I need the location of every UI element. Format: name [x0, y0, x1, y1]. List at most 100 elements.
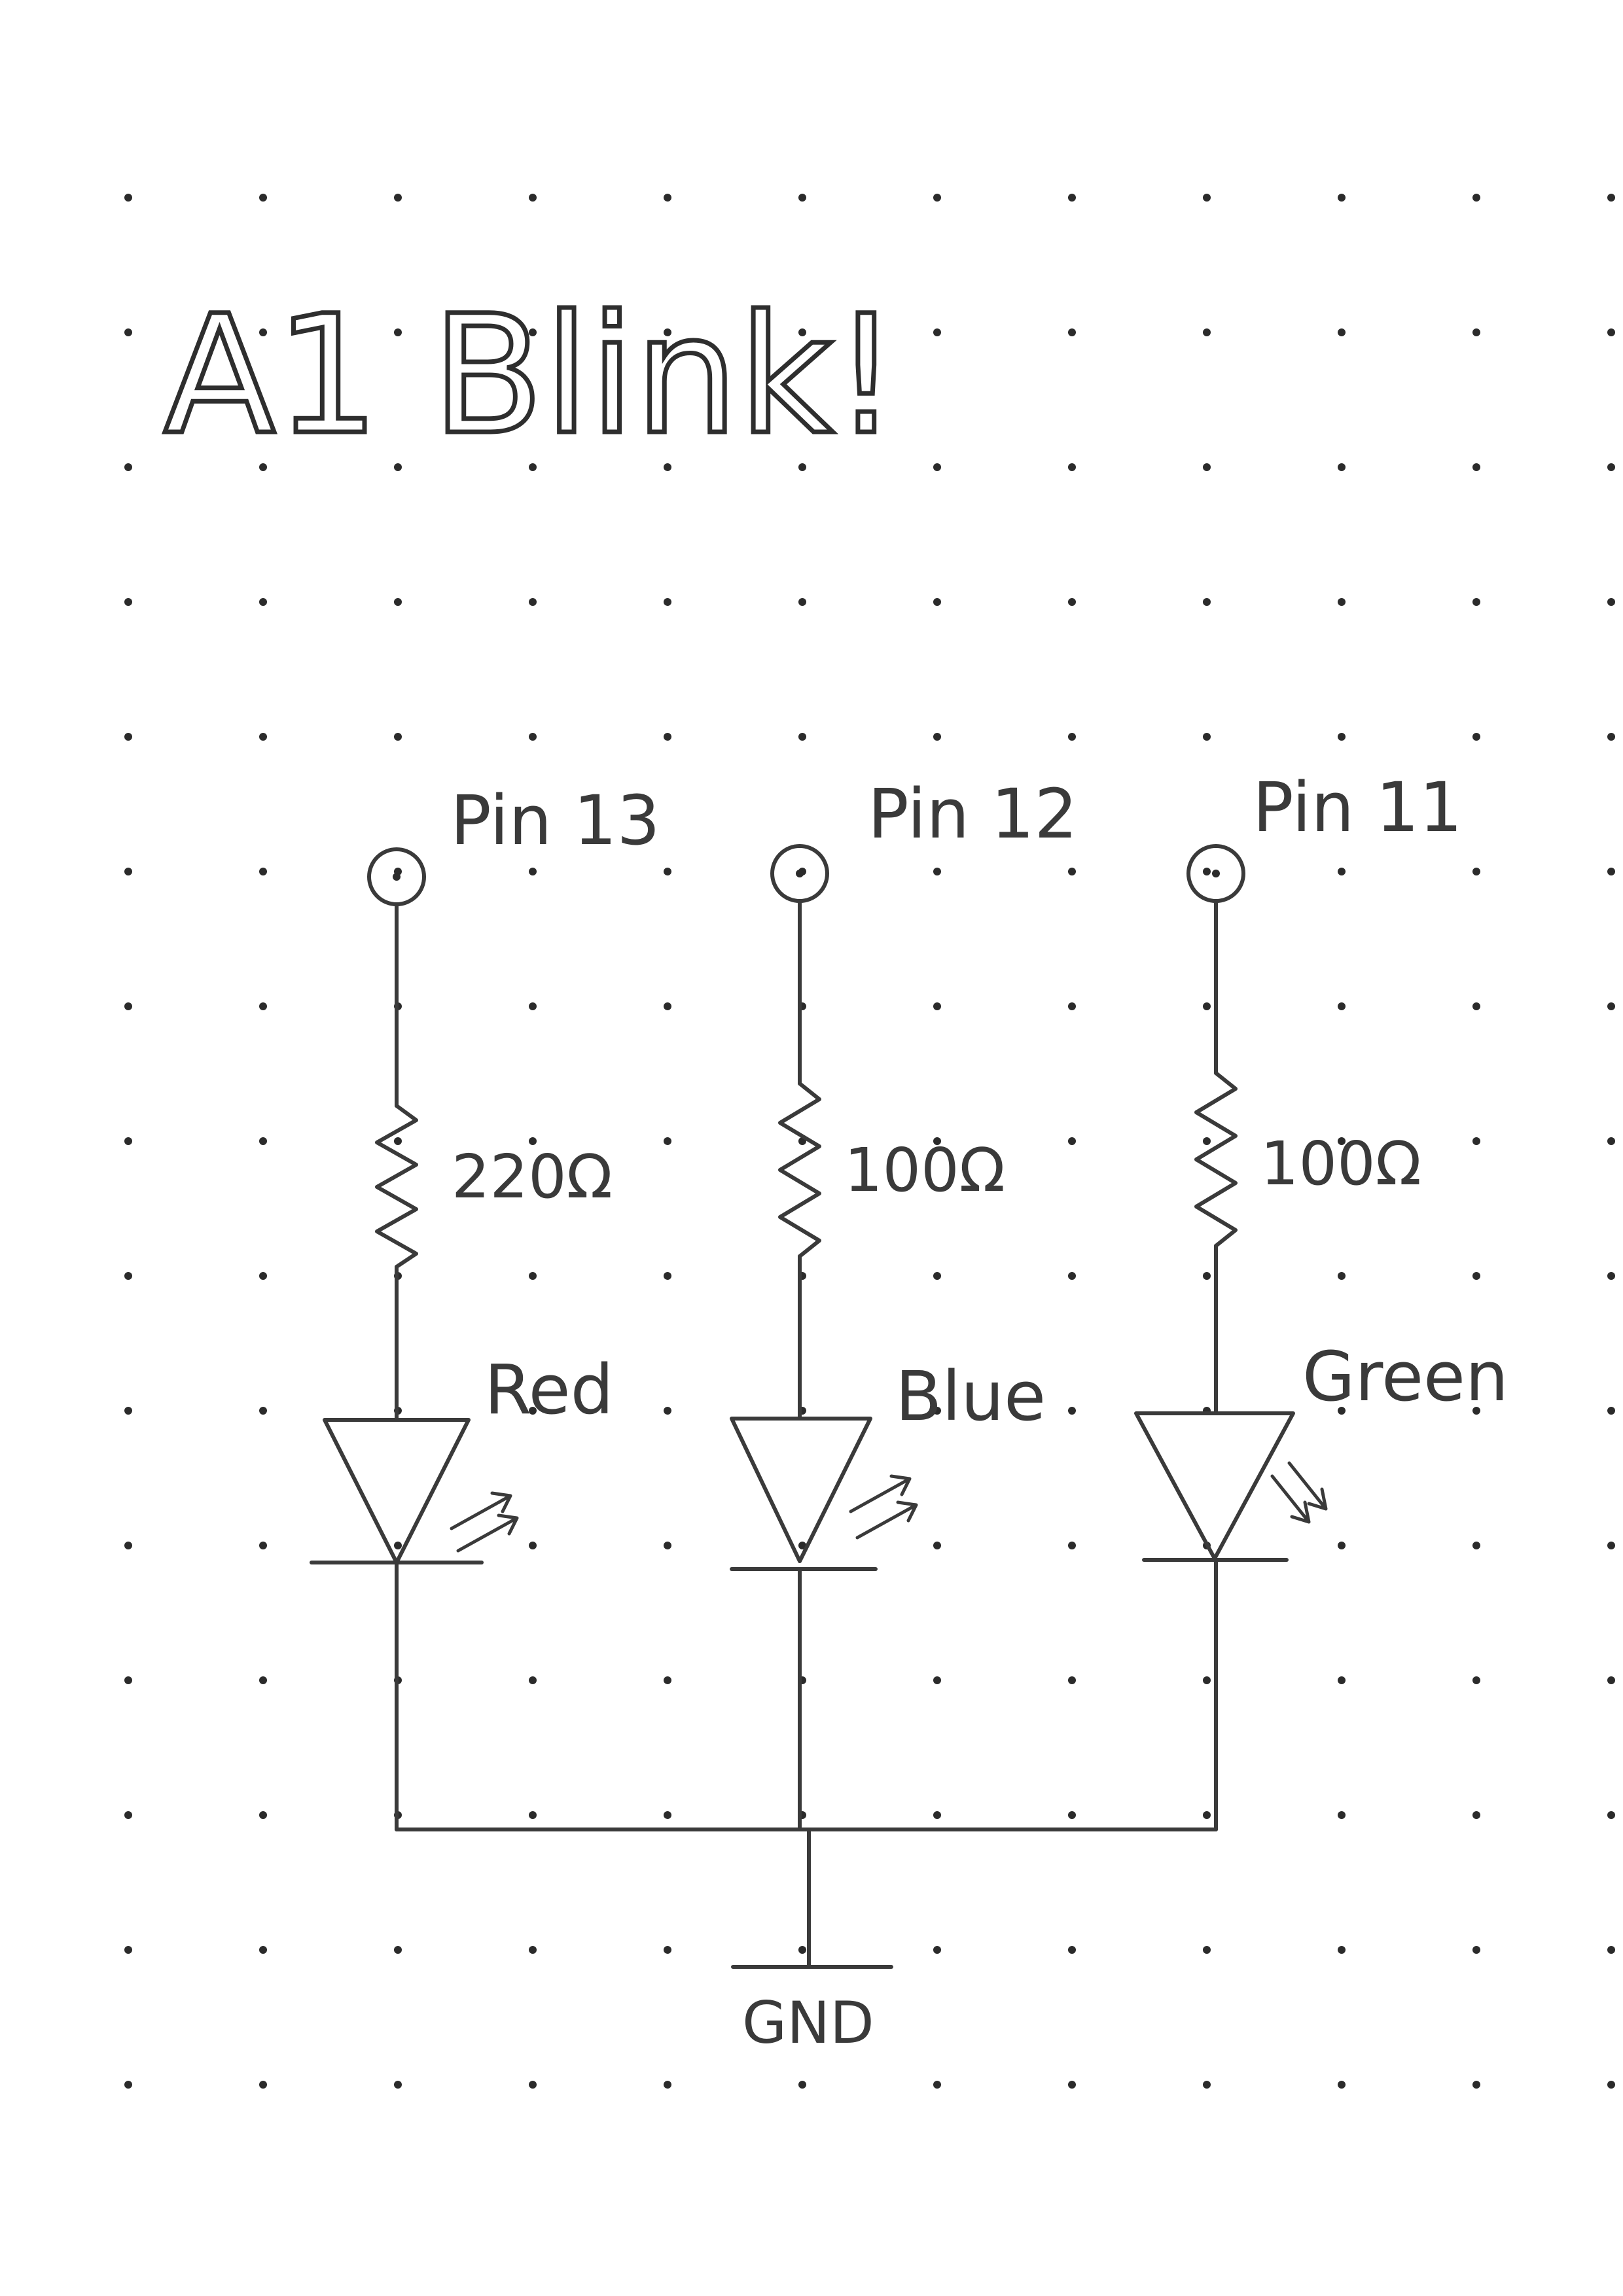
- grid-dot: [1338, 598, 1346, 606]
- grid-dot: [1338, 1542, 1346, 1549]
- grid-dot: [664, 1946, 671, 1954]
- dot-grid: [124, 194, 1615, 2089]
- resistor-label: 220Ω: [452, 1142, 613, 1212]
- grid-dot: [394, 733, 402, 741]
- grid-dot: [1203, 463, 1211, 471]
- grid-dot: [1338, 1676, 1346, 1684]
- grid-dot: [1472, 328, 1480, 336]
- grid-dot: [124, 463, 132, 471]
- grid-dot: [259, 1676, 267, 1684]
- grid-dot: [394, 2081, 402, 2089]
- grid-dot: [933, 1811, 941, 1819]
- grid-dot: [1607, 463, 1615, 471]
- grid-dot: [1338, 1811, 1346, 1819]
- grid-dot: [124, 1676, 132, 1684]
- grid-dot: [394, 1542, 402, 1549]
- pin-terminal-center: [393, 873, 401, 881]
- grid-dot: [933, 598, 941, 606]
- grid-dot: [124, 598, 132, 606]
- grid-dot: [1472, 1137, 1480, 1145]
- grid-dot: [529, 1946, 537, 1954]
- grid-dot: [1338, 2081, 1346, 2089]
- grid-dot: [259, 868, 267, 875]
- grid-dot: [1068, 194, 1076, 202]
- grid-dot: [1607, 598, 1615, 606]
- grid-dot: [1472, 1676, 1480, 1684]
- grid-dot: [529, 328, 537, 336]
- grid-dot: [1203, 1002, 1211, 1010]
- grid-dot: [1607, 2081, 1615, 2089]
- grid-dot: [259, 1272, 267, 1280]
- grid-dot: [259, 328, 267, 336]
- grid-dot: [124, 1137, 132, 1145]
- grid-dot: [1472, 1002, 1480, 1010]
- led-light-arrows-icon: [1270, 1461, 1328, 1524]
- grid-dot: [664, 1811, 671, 1819]
- grid-dot: [1472, 1542, 1480, 1549]
- resistor-symbol: [778, 1082, 821, 1258]
- grid-dot: [394, 1137, 402, 1145]
- grid-dot: [259, 1407, 267, 1415]
- grid-dot: [1472, 194, 1480, 202]
- grid-dot: [1203, 868, 1211, 875]
- grid-dot: [933, 328, 941, 336]
- grid-dot: [933, 194, 941, 202]
- grid-dot: [1203, 1946, 1211, 1954]
- grid-dot: [933, 733, 941, 741]
- grid-dot: [124, 1272, 132, 1280]
- resistor-symbol: [375, 1104, 418, 1269]
- grid-dot: [259, 1542, 267, 1549]
- grid-dot: [259, 1137, 267, 1145]
- title: A1 Blink!: [164, 280, 899, 470]
- grid-dot: [124, 1407, 132, 1415]
- grid-dot: [1068, 1407, 1076, 1415]
- grid-dot: [1338, 194, 1346, 202]
- grid-dot: [664, 1272, 671, 1280]
- resistor-symbol: [1194, 1071, 1238, 1248]
- grid-dot: [664, 733, 671, 741]
- grid-dot: [1607, 1272, 1615, 1280]
- grid-dot: [1068, 1676, 1076, 1684]
- grid-dot: [1472, 868, 1480, 875]
- grid-dot: [933, 1407, 941, 1415]
- pin-terminal-center: [1212, 870, 1220, 877]
- grid-dot: [1338, 328, 1346, 336]
- led-triangle: [1134, 1411, 1295, 1561]
- grid-dot: [798, 1946, 806, 1954]
- grid-dot: [259, 1946, 267, 1954]
- grid-dot: [1203, 1676, 1211, 1684]
- grid-dot: [798, 194, 806, 202]
- branch-pin-11: Pin 11 100Ω Green: [1134, 768, 1508, 1831]
- grid-dot: [259, 2081, 267, 2089]
- resistor-label: 100Ω: [1260, 1129, 1421, 1199]
- led-color-label: Red: [484, 1350, 614, 1430]
- grid-dot: [124, 733, 132, 741]
- grid-dot: [529, 868, 537, 875]
- grid-dot: [1607, 733, 1615, 741]
- grid-dot: [1068, 1542, 1076, 1549]
- grid-dot: [1472, 1272, 1480, 1280]
- grid-dot: [394, 328, 402, 336]
- grid-dot: [529, 194, 537, 202]
- grid-dot: [1607, 1002, 1615, 1010]
- grid-dot: [1607, 1137, 1615, 1145]
- grid-dot: [664, 1542, 671, 1549]
- grid-dot: [124, 1811, 132, 1819]
- grid-dot: [1068, 2081, 1076, 2089]
- grid-dot: [259, 598, 267, 606]
- grid-dot: [1068, 868, 1076, 875]
- grid-dot: [124, 1946, 132, 1954]
- grid-dot: [798, 1542, 806, 1549]
- grid-dot: [259, 733, 267, 741]
- led-triangle: [730, 1417, 872, 1563]
- grid-dot: [1068, 1272, 1076, 1280]
- grid-dot: [1338, 1407, 1346, 1415]
- grid-dot: [1203, 1137, 1211, 1145]
- grid-dot: [1068, 1137, 1076, 1145]
- pin-label: Pin 13: [450, 781, 660, 860]
- grid-dot: [933, 1137, 941, 1145]
- grid-dot: [1203, 328, 1211, 336]
- grid-dot: [1068, 1811, 1076, 1819]
- ground-label: GND: [742, 1989, 874, 2057]
